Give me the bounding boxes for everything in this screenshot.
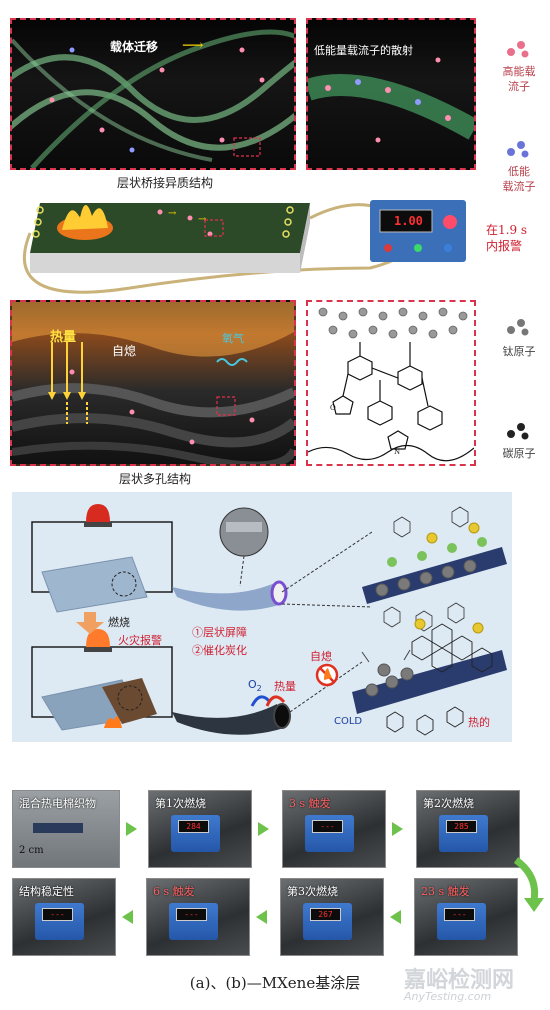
panel-b: 燃烧 火灾报警 ①层状屏障 ②催化炭化 自熄 O2 热量 COLD 热的 [12,492,512,742]
photo-burn-2: 第2次燃烧 285 [416,790,520,868]
oxygen-label: 氧气 [222,332,244,345]
meter-screen: 284 [178,820,209,834]
svg-text:O: O [330,404,336,412]
meter-screen: --- [312,820,343,834]
photo-trigger-23s: 23 s 触发 --- [414,878,518,956]
cold-label: COLD [334,716,363,727]
flow-arrow-6 [390,910,401,924]
photo-fabric-label: 混合热电棉织物 [19,797,96,810]
porous-layers [12,302,294,464]
fabric-strip [33,823,83,833]
flow-arrow-4 [122,910,133,924]
hot-label: 热的 [468,716,490,729]
titanium-atom-icon [507,319,529,336]
photo-burn-2-label: 第2次燃烧 [423,797,474,810]
device-scene: → → [22,200,466,294]
scattering-panel: 低能量载流子的散射 [306,18,476,170]
photo-fabric: 混合热电棉织物 2 cm [12,790,120,868]
layered-bridge-caption: 层状桥接异质结构 [116,176,213,190]
carrier-migration-panel: 载体迁移 ⟶ [10,18,296,170]
fiber-strands [12,29,294,168]
photo-burn-1-label: 第1次燃烧 [155,797,206,810]
flow-arrow-2 [258,822,269,836]
meter-screen: 285 [446,820,477,834]
photo-trigger-3s-label: 3 s 触发 [289,797,331,810]
svg-text:→: → [198,214,207,225]
mechanism-charring: ②催化炭化 [192,644,247,657]
flow-arrow-3 [392,822,403,836]
meter-screen: --- [176,908,207,922]
alarm-time-label: 在1.9 s 内报警 [486,223,528,253]
meter-icon: 284 [171,815,221,852]
meter-icon: --- [437,903,487,940]
meter-icon: 267 [303,903,353,940]
flow-arrow-5 [256,910,267,924]
watermark-en: AnyTesting.com [404,990,492,1003]
high-energy-carrier-icon [507,41,529,58]
photo-trigger-23s-label: 23 s 触发 [421,885,470,898]
mechanism-barrier: ①层状屏障 [192,626,247,639]
legend-high-energy: 高能载 流子 [502,65,536,93]
legend-titanium: 钛原子 [502,345,536,358]
meter-icon: --- [35,903,85,940]
meter-screen: --- [444,908,475,922]
scale-bar-label: 2 cm [19,845,44,856]
oxygen-subscript: 2 [256,684,262,694]
fire-alarm-label: 火灾报警 [118,634,162,647]
meter-icon: 285 [439,815,489,852]
photo-burn-1: 第1次燃烧 284 [148,790,252,868]
photo-burn-3-label: 第3次燃烧 [287,885,338,898]
photo-stability-label: 结构稳定性 [19,885,74,898]
flow-arrow-down [513,857,544,912]
meter-reading: 1.00 [394,214,423,228]
heat-label: 热量 [50,330,77,345]
self-extinguish-label: 自熄 [112,344,137,358]
porous-caption: 层状多孔结构 [118,472,191,486]
svg-text:→: → [168,208,177,219]
carbon-atom-icon [507,423,529,440]
heat-label-b: 热量 [274,680,296,693]
carrier-migration-label: 载体迁移 [110,40,159,54]
photo-stability: 结构稳定性 --- [12,878,116,956]
flow-arrow-1 [126,822,137,836]
svg-text:N: N [394,448,400,456]
scattering-fiber [308,57,474,143]
molecule-diagram: O N [308,307,474,462]
porous-panel: 热量 自熄 氧气 [10,300,296,466]
scattering-label: 低能量载流子的散射 [314,44,413,57]
arrow-right-icon: ⟶ [182,36,204,54]
meter-screen: 267 [310,908,341,922]
figure-caption: (a)、(b)—MXene基涂层 [189,974,361,992]
photo-trigger-6s-label: 6 s 触发 [153,885,195,898]
burn-label: 燃烧 [108,616,130,629]
photo-burn-3: 第3次燃烧 267 [280,878,384,956]
photo-trigger-3s: 3 s 触发 --- [282,790,386,868]
molecular-structure-panel: O N [306,300,476,466]
low-energy-carrier-icon [507,141,529,158]
self-extinguish-label-b: 自熄 [310,650,332,663]
oxygen-label-b: O2 [248,678,262,693]
legend-low-energy: 低能 载流子 [502,165,536,193]
meter-icon: --- [305,815,355,852]
watermark-cn: 嘉峪检测网 [404,968,515,993]
meter-screen: --- [42,908,73,922]
photo-trigger-6s: 6 s 触发 --- [146,878,250,956]
oxygen-symbol: O [248,678,257,691]
legend-carbon: 碳原子 [502,447,536,460]
circuit-diagram [31,504,507,736]
meter-icon: --- [169,903,219,940]
